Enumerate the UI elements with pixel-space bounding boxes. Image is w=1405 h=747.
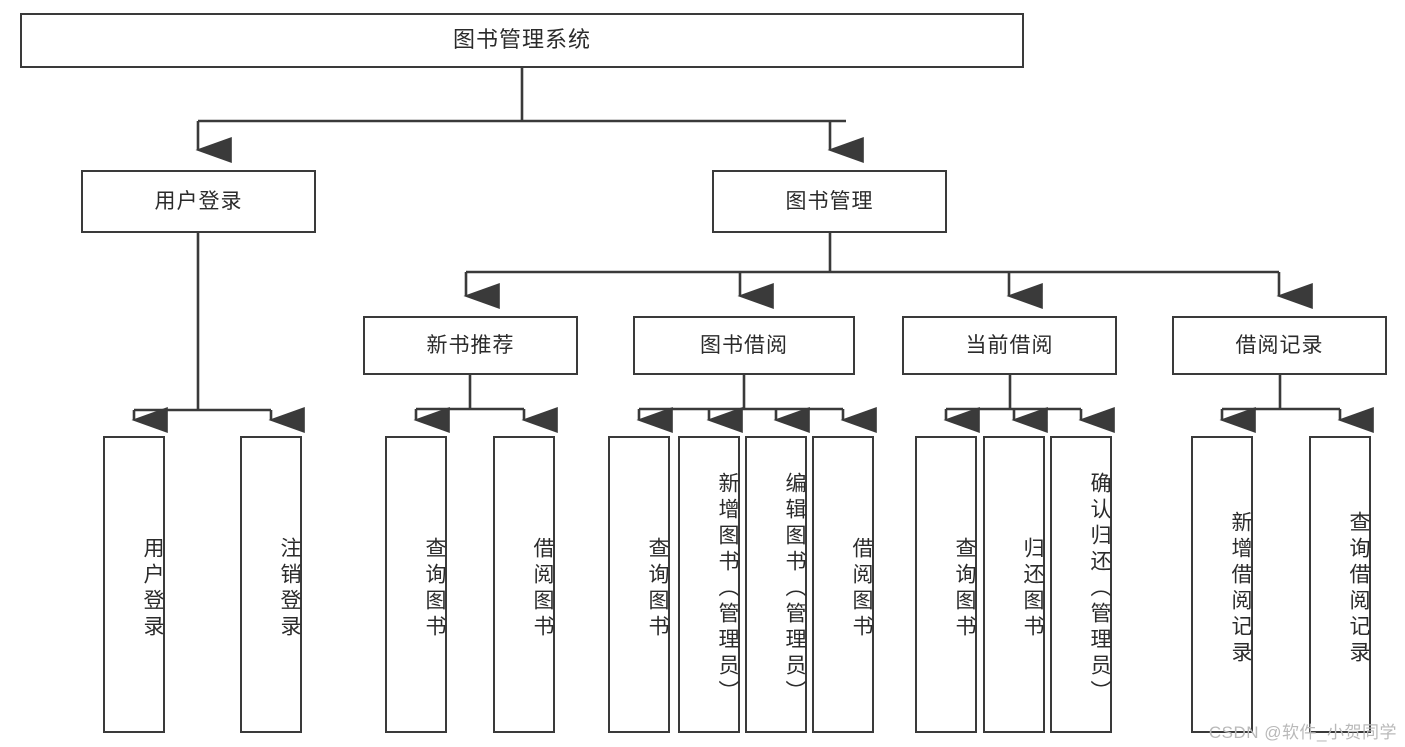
leaf-current-confirm-return-admin[interactable]: 确认归还（管理员） <box>1050 436 1112 733</box>
leaf-current-query-book[interactable]: 查询图书 <box>915 436 977 733</box>
node-label: 用户登录 <box>141 536 164 641</box>
node-label: 图书管理系统 <box>452 27 591 53</box>
leaf-user-login-logout[interactable]: 注销登录 <box>240 436 302 733</box>
node-user-login[interactable]: 用户登录 <box>81 170 316 233</box>
node-book-borrow[interactable]: 图书借阅 <box>633 316 855 375</box>
node-borrow-record[interactable]: 借阅记录 <box>1172 316 1387 375</box>
leaf-new-book-borrow[interactable]: 借阅图书 <box>493 436 555 733</box>
node-label: 图书借阅 <box>700 333 788 357</box>
node-label: 图书管理 <box>785 189 874 213</box>
leaf-borrow-edit-book-admin[interactable]: 编辑图书（管理员） <box>745 436 807 733</box>
node-label: 新书推荐 <box>426 333 515 357</box>
node-label: 查询图书 <box>423 536 446 641</box>
node-current-borrow[interactable]: 当前借阅 <box>902 316 1117 375</box>
node-label: 借阅图书 <box>531 536 554 641</box>
leaf-new-book-query[interactable]: 查询图书 <box>385 436 447 733</box>
node-label: 新增图书（管理员） <box>716 471 739 706</box>
node-label: 确认归还（管理员） <box>1088 471 1111 706</box>
node-label: 查询借阅记录 <box>1347 510 1370 667</box>
node-label: 查询图书 <box>953 536 976 641</box>
leaf-record-add[interactable]: 新增借阅记录 <box>1191 436 1253 733</box>
leaf-borrow-query-book[interactable]: 查询图书 <box>608 436 670 733</box>
node-label: 归还图书 <box>1021 536 1044 641</box>
node-label: 注销登录 <box>278 536 301 641</box>
leaf-current-return-book[interactable]: 归还图书 <box>983 436 1045 733</box>
node-new-book-recommend[interactable]: 新书推荐 <box>363 316 578 375</box>
node-label: 查询图书 <box>646 536 669 641</box>
watermark-text: CSDN @软件_小贺同学 <box>1208 723 1397 742</box>
node-label: 借阅图书 <box>850 536 873 641</box>
node-book-management[interactable]: 图书管理 <box>712 170 947 233</box>
leaf-borrow-add-book-admin[interactable]: 新增图书（管理员） <box>678 436 740 733</box>
leaf-record-query[interactable]: 查询借阅记录 <box>1309 436 1371 733</box>
leaf-borrow-borrow-book[interactable]: 借阅图书 <box>812 436 874 733</box>
node-label: 借阅记录 <box>1235 333 1324 357</box>
node-label: 新增借阅记录 <box>1229 510 1252 667</box>
leaf-user-login-login[interactable]: 用户登录 <box>103 436 165 733</box>
node-label: 当前借阅 <box>965 333 1054 357</box>
node-label: 用户登录 <box>154 189 243 213</box>
node-root-system[interactable]: 图书管理系统 <box>20 13 1024 68</box>
node-label: 编辑图书（管理员） <box>783 471 806 706</box>
